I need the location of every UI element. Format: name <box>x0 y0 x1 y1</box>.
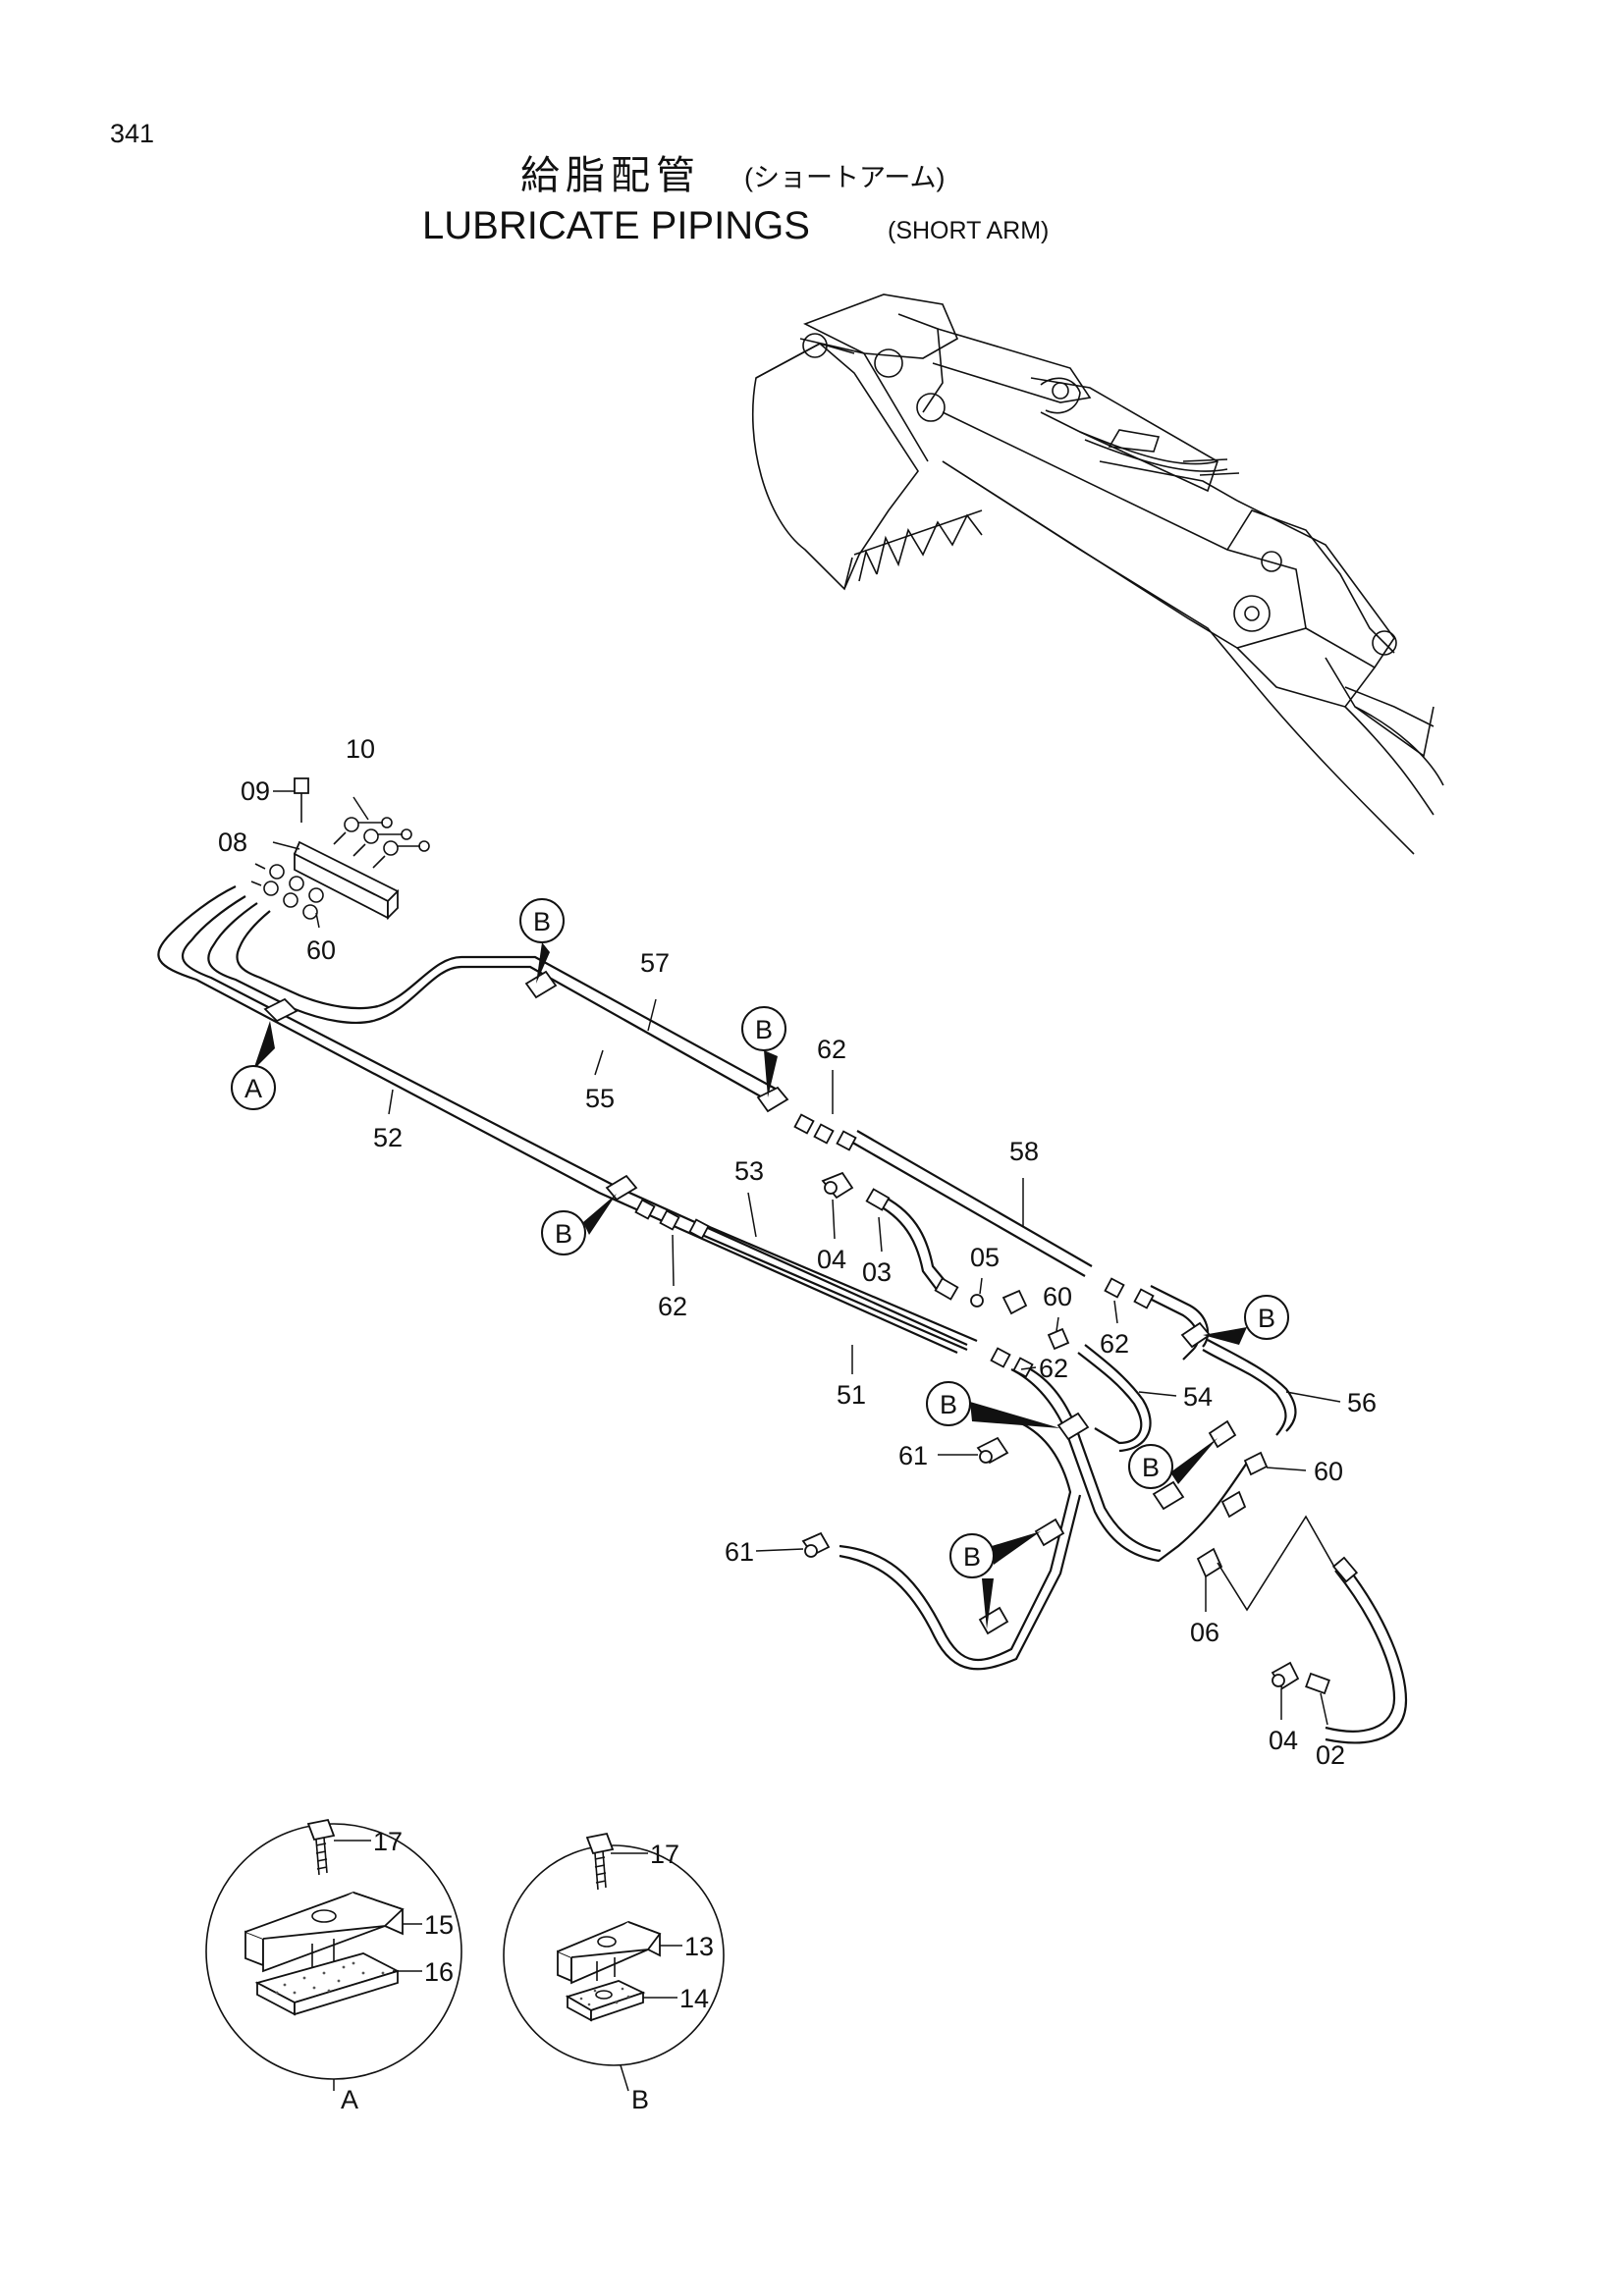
detail-b: 17 13 14 B <box>503 1832 725 2114</box>
part-label-13: 13 <box>684 1932 714 1961</box>
leader-lines <box>272 790 1341 1726</box>
part-label-52: 52 <box>373 1123 403 1152</box>
part-number-labels: 10 09 08 60 57 55 62 52 53 58 04 03 05 6… <box>218 734 1377 1770</box>
detail-b-label: B <box>631 2085 649 2114</box>
part-label-17-b: 17 <box>650 1840 679 1869</box>
part-label-57: 57 <box>640 948 670 978</box>
title-japanese: 給脂配管 <box>520 154 701 197</box>
pipe-network <box>157 885 1408 1744</box>
part-label-15: 15 <box>424 1910 454 1940</box>
part-label-60-mid: 60 <box>1043 1282 1072 1311</box>
part-label-60-manifold: 60 <box>306 935 336 965</box>
part-label-05: 05 <box>970 1243 1000 1272</box>
part-label-58: 58 <box>1009 1137 1039 1166</box>
part-label-14: 14 <box>679 1984 709 2013</box>
callout-b-4: B <box>1258 1304 1275 1333</box>
fittings <box>634 1113 1359 1695</box>
part-label-09: 09 <box>241 776 270 806</box>
part-label-60-right: 60 <box>1314 1457 1343 1486</box>
callout-b-6: B <box>1142 1453 1160 1482</box>
part-label-61-upper: 61 <box>898 1441 928 1470</box>
part-label-53: 53 <box>734 1156 764 1186</box>
part-label-04-lower: 04 <box>1269 1726 1298 1755</box>
part-label-62-lower: 62 <box>1039 1354 1068 1383</box>
part-label-08: 08 <box>218 828 247 857</box>
part-label-62-mid: 62 <box>658 1292 687 1321</box>
callouts: A B B B B B B B <box>231 898 1289 1629</box>
part-label-54: 54 <box>1183 1382 1213 1412</box>
title-english: LUBRICATE PIPINGS <box>422 204 810 247</box>
part-label-62-right: 62 <box>1100 1329 1129 1359</box>
callout-b-5: B <box>940 1390 957 1419</box>
part-label-10: 10 <box>346 734 375 764</box>
part-label-61-lower: 61 <box>725 1537 754 1567</box>
callout-a: A <box>244 1074 262 1103</box>
part-label-16: 16 <box>424 1957 454 1987</box>
pipe-clamps <box>263 970 1237 1635</box>
part-label-55: 55 <box>585 1084 615 1113</box>
callout-b-3: B <box>555 1219 572 1249</box>
part-label-03: 03 <box>862 1257 892 1287</box>
excavator-arm-illustration <box>751 294 1444 855</box>
title-japanese-sub: (ショートアーム) <box>744 163 946 192</box>
callout-a-circle <box>231 1065 276 1110</box>
part-label-56: 56 <box>1347 1388 1377 1417</box>
callout-b-7: B <box>963 1542 981 1572</box>
title-english-sub: (SHORT ARM) <box>888 217 1049 244</box>
part-label-06: 06 <box>1190 1618 1219 1647</box>
detail-a: 17 15 16 A <box>205 1818 462 2114</box>
part-label-17-a: 17 <box>373 1827 403 1856</box>
manifold-block <box>250 777 430 921</box>
page-number: 341 <box>110 119 154 148</box>
part-label-04-upper: 04 <box>817 1245 846 1274</box>
callout-b-2: B <box>755 1015 773 1044</box>
part-label-51: 51 <box>837 1380 866 1410</box>
part-label-02: 02 <box>1316 1740 1345 1770</box>
callout-b-1: B <box>533 907 551 936</box>
part-label-62-upper: 62 <box>817 1035 846 1064</box>
detail-a-label: A <box>341 2085 358 2114</box>
